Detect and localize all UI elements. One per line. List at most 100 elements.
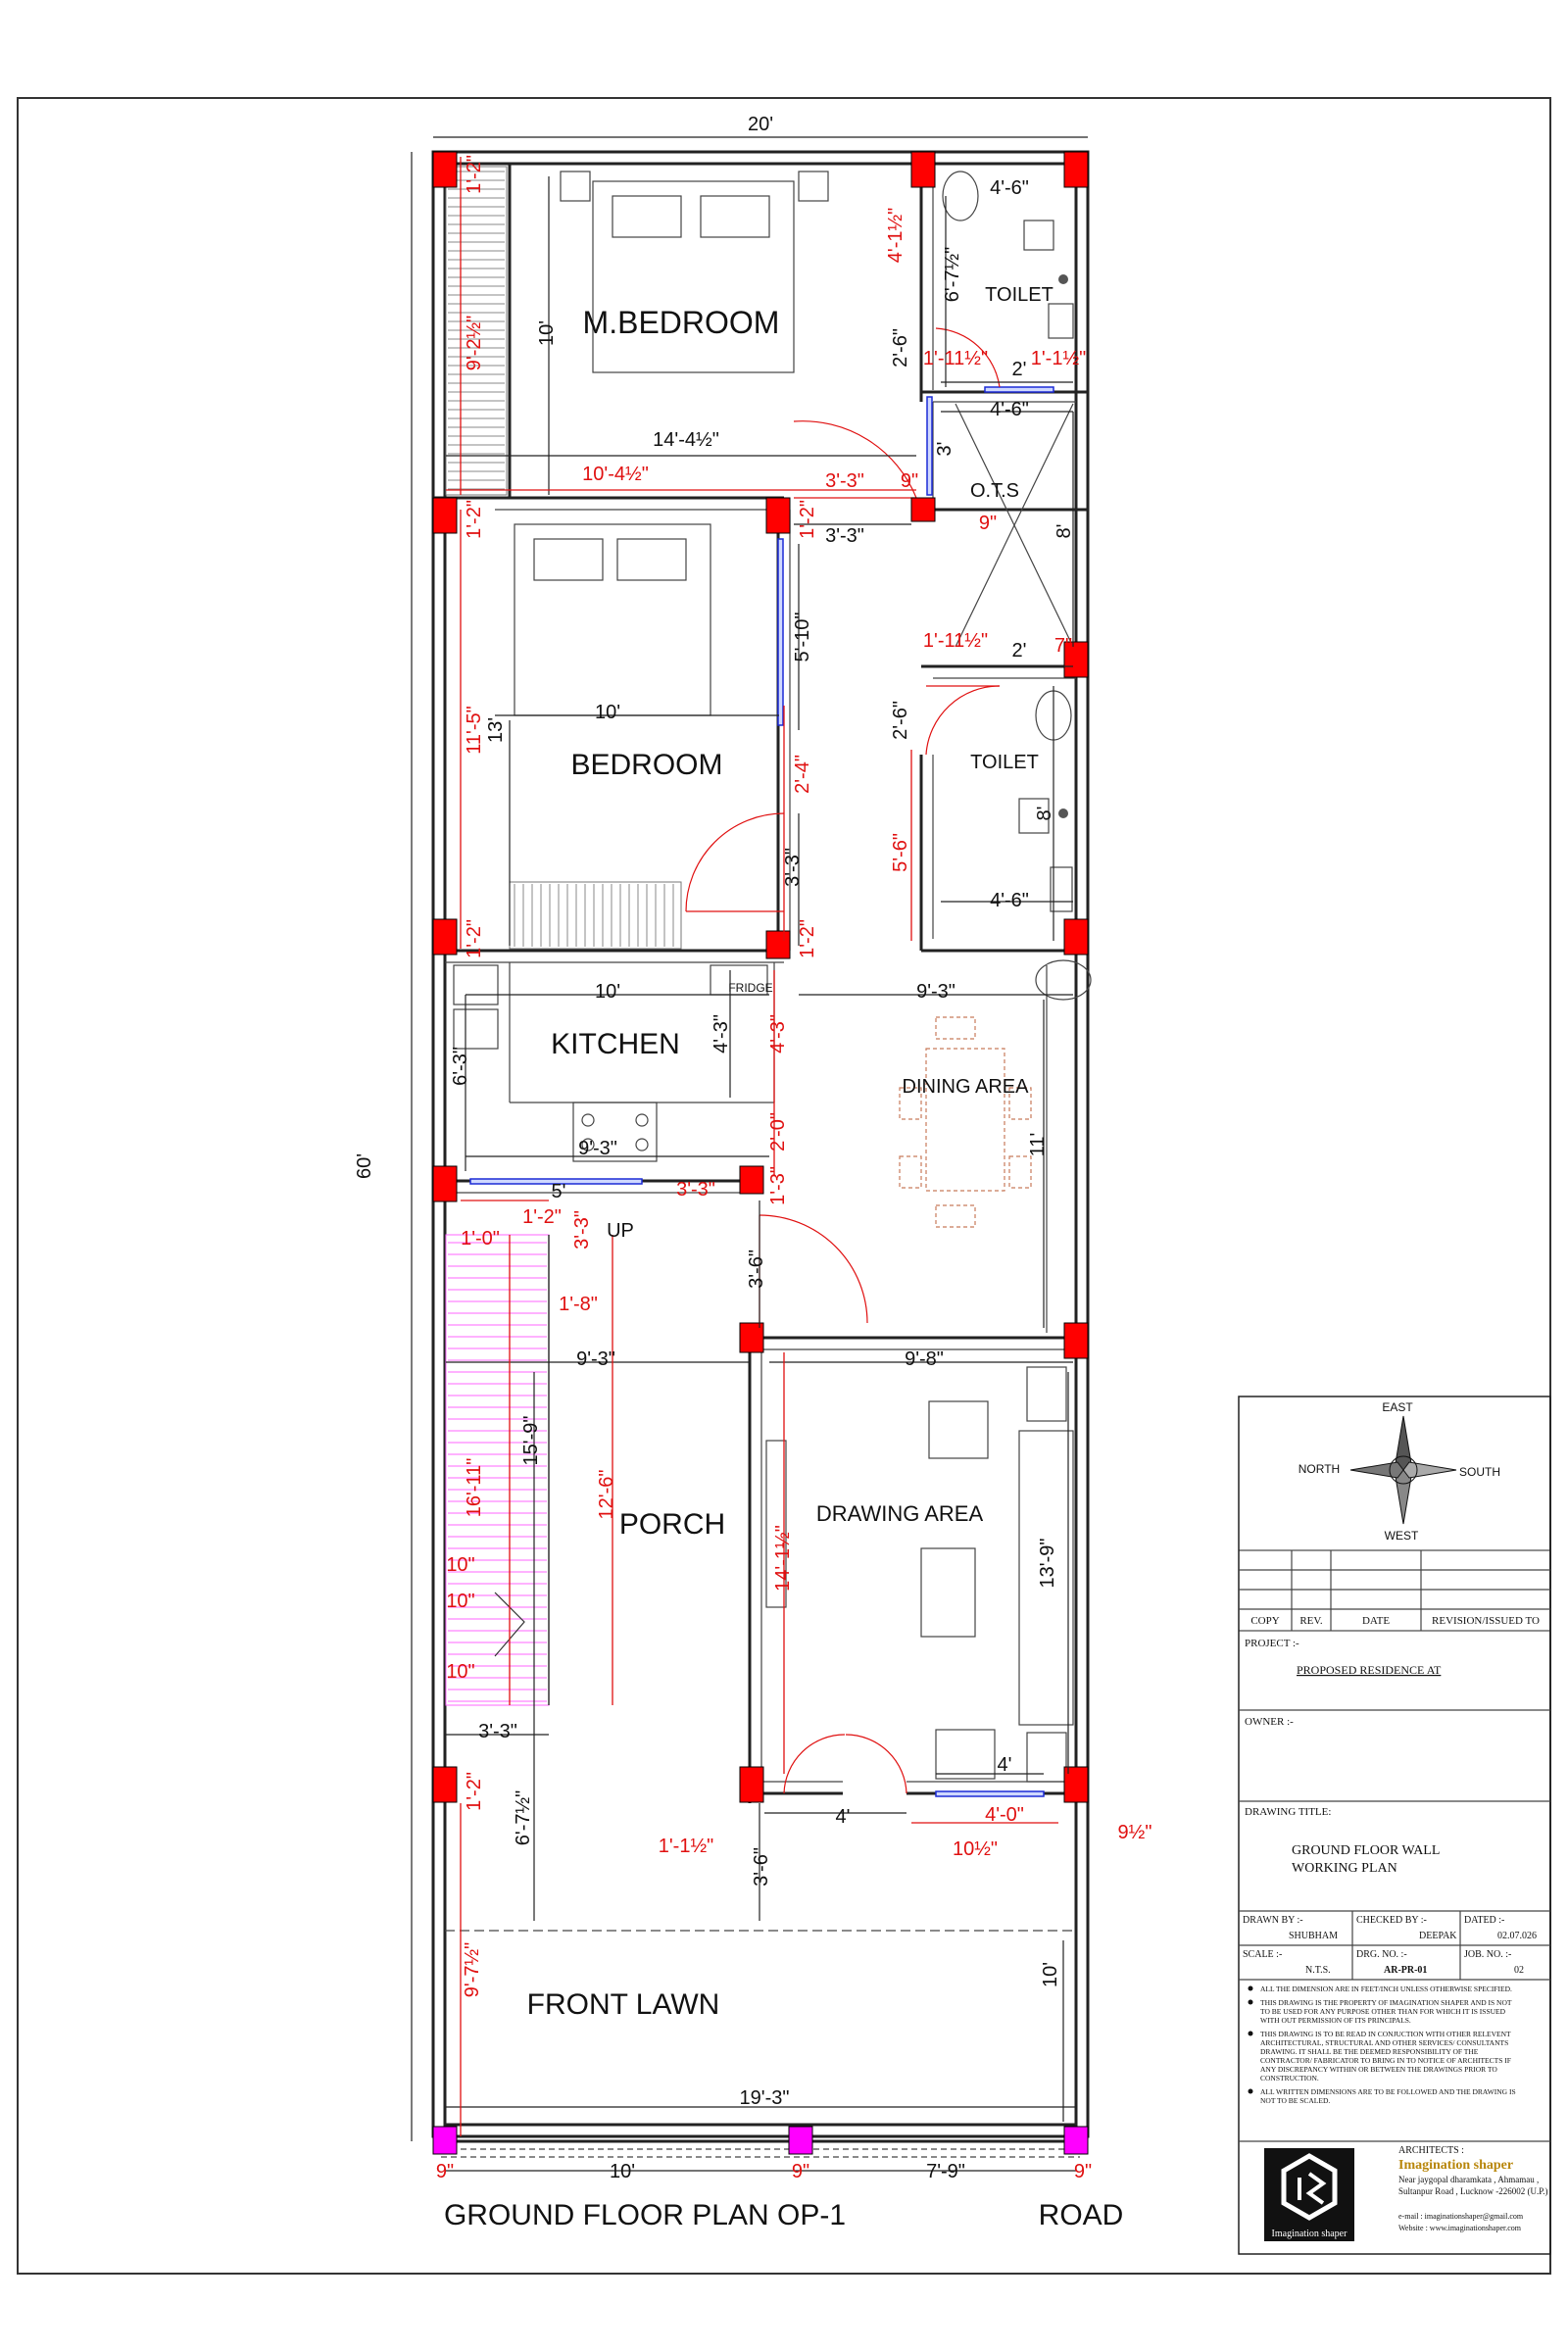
plan-title: GROUND FLOOR PLAN OP-1 [444, 2199, 846, 2231]
dim-ots-gap: 3' [934, 442, 956, 457]
dim-pass-width: 3'-3" [825, 525, 864, 547]
firm-address-2: Sultanpur Road , Lucknow -226002 (U.P.) [1398, 2186, 1548, 2196]
dim-red: 1'-2" [464, 155, 485, 194]
dim-red: 9" [1074, 2161, 1092, 2182]
note-bullet-icon [1248, 2031, 1253, 2036]
room-labels: M.BEDROOM BEDROOM TOILET TOILET O.T.S KI… [444, 284, 1123, 2231]
dim-red: 9'-2½" [464, 316, 485, 371]
dim-overall-length: 60' [354, 1153, 375, 1179]
dim-red: 2'-4" [792, 755, 813, 794]
firm-email: e-mail : imaginationshaper@gmail.com [1398, 2212, 1524, 2221]
title-block: EAST NORTH SOUTH WEST COPY REV. DATE REV… [1238, 1396, 1551, 2255]
dim-ots-depth: 8' [1054, 524, 1075, 539]
windows [469, 386, 1054, 1797]
dim-red: 1'-2" [464, 500, 485, 539]
dim-red: 3'-3" [825, 470, 864, 492]
dim-red: 10'-4½" [582, 464, 649, 485]
drawn-by-value: SHUBHAM [1289, 1931, 1338, 1941]
note-item: THIS DRAWING IS THE PROPERTY OF IMAGINAT… [1260, 1998, 1512, 2025]
dim-red: 11'-5" [464, 706, 485, 754]
room-label-dining: DINING AREA [903, 1076, 1030, 1098]
dim-red: 4'-1½" [885, 208, 906, 264]
dim-gate-3-6: 3'-6" [751, 1847, 772, 1886]
firm-name: Imagination shaper [1398, 2158, 1513, 2173]
dim-t2-inner: 2' [1012, 640, 1027, 662]
dim-bottom-7-9: 7'-9" [926, 2161, 965, 2182]
dim-t1-inner: 2' [1012, 359, 1027, 380]
dim-porch-3-3: 3'-3" [478, 1721, 517, 1742]
dim-red: 9" [792, 2161, 809, 2182]
drawing-furniture [765, 1366, 1074, 1783]
rev-header-rev: REV. [1299, 1615, 1323, 1627]
room-label-front-lawn: FRONT LAWN [527, 1988, 720, 2021]
dim-door-3-6: 3'-6" [746, 1250, 767, 1289]
note-bullet-icon [1248, 2088, 1253, 2094]
dim-br-depth: 13' [485, 717, 507, 743]
dim-red: 9" [979, 513, 997, 534]
dim-red: 9" [436, 2161, 454, 2182]
dim-red: 1'-8" [559, 1294, 598, 1315]
dim-gate-4: 4' [836, 1806, 851, 1828]
stair-up-label: UP [607, 1220, 634, 1242]
compass: EAST NORTH SOUTH WEST [1298, 1400, 1500, 1543]
room-label-master-bedroom: M.BEDROOM [583, 305, 780, 340]
room-label-porch: PORCH [619, 1508, 725, 1541]
job-no-value: 02 [1514, 1965, 1524, 1976]
room-label-drawing: DRAWING AREA [816, 1501, 984, 1526]
firm-website: Website : www.imaginationshaper.com [1398, 2224, 1522, 2232]
dim-red: 1'-2" [464, 919, 485, 958]
dim-red: 9½" [1118, 1822, 1152, 1843]
dining-table [899, 1016, 1032, 1228]
dim-t1-width: 4'-6" [990, 177, 1029, 199]
bed-master [560, 171, 829, 373]
dim-kitchen-counter: 4'-3" [710, 1014, 732, 1054]
logo-mark-icon [1298, 2172, 1327, 2205]
dim-red: 7" [1054, 635, 1072, 657]
dim-drawing-width: 9'-8" [905, 1348, 944, 1370]
dim-overall-width: 20' [748, 114, 773, 135]
dim-t1-door: 2'-6" [890, 328, 911, 368]
dated-value: 02.07.026 [1497, 1931, 1537, 1941]
drawing-title-line-2: WORKING PLAN [1292, 1861, 1397, 1876]
logo-caption: Imagination shaper [1272, 2229, 1348, 2239]
stair-bedroom [509, 881, 682, 950]
dim-br-width: 10' [595, 702, 620, 723]
dim-red: 1'-11½" [923, 348, 988, 369]
dim-red: 3'-3" [676, 1179, 715, 1200]
dim-red: 1'-1½" [1031, 348, 1087, 369]
dim-kitchen-width: 10' [595, 981, 620, 1003]
dim-red: 1'-2" [522, 1206, 562, 1228]
firm-address-1: Near jaygopal dharamkata , Ahmamau , [1398, 2175, 1539, 2184]
dim-bottom-10: 10' [610, 2161, 635, 2182]
room-label-toilet-2: TOILET [970, 752, 1039, 773]
room-label-kitchen: KITCHEN [551, 1028, 680, 1060]
rev-header-date: DATE [1362, 1615, 1390, 1627]
sheet-border [17, 97, 1551, 2275]
project-label: PROJECT :- [1245, 1638, 1299, 1649]
dim-drawing-window-4: 4' [998, 1754, 1012, 1776]
dim-red: 14'-1½" [772, 1525, 794, 1592]
stair-porch [445, 1234, 550, 1706]
dim-t2-door: 2'-6" [890, 701, 911, 740]
drg-no-value: AR-PR-01 [1384, 1965, 1427, 1976]
note-item: ALL WRITTEN DIMENSIONS ARE TO BE FOLLOWE… [1260, 2087, 1516, 2105]
stair-mbedroom [445, 166, 508, 496]
drawing-title-line-1: GROUND FLOOR WALL [1292, 1843, 1440, 1858]
project-value: PROPOSED RESIDENCE AT [1297, 1663, 1442, 1677]
checked-by-value: DEEPAK [1419, 1931, 1457, 1941]
room-label-toilet-1: TOILET [985, 284, 1054, 306]
dimension-lines [411, 136, 1088, 2172]
logo-hex-icon [1281, 2153, 1338, 2221]
dim-red: 9" [901, 470, 918, 492]
drawn-by-label: DRAWN BY :- [1243, 1915, 1303, 1926]
dim-red: 1'-0" [461, 1228, 500, 1250]
rev-header-copy: COPY [1250, 1615, 1279, 1627]
room-label-ots: O.T.S [970, 480, 1019, 502]
dim-red: 10½" [953, 1838, 998, 1860]
dim-red: 16'-11" [464, 1458, 485, 1518]
dim-red: 10" [446, 1661, 474, 1683]
general-notes: ALL THE DIMENSION ARE IN FEET/INCH UNLES… [1248, 1984, 1516, 2105]
dim-t2-depth: 8' [1034, 807, 1055, 821]
compass-east: EAST [1382, 1400, 1413, 1414]
